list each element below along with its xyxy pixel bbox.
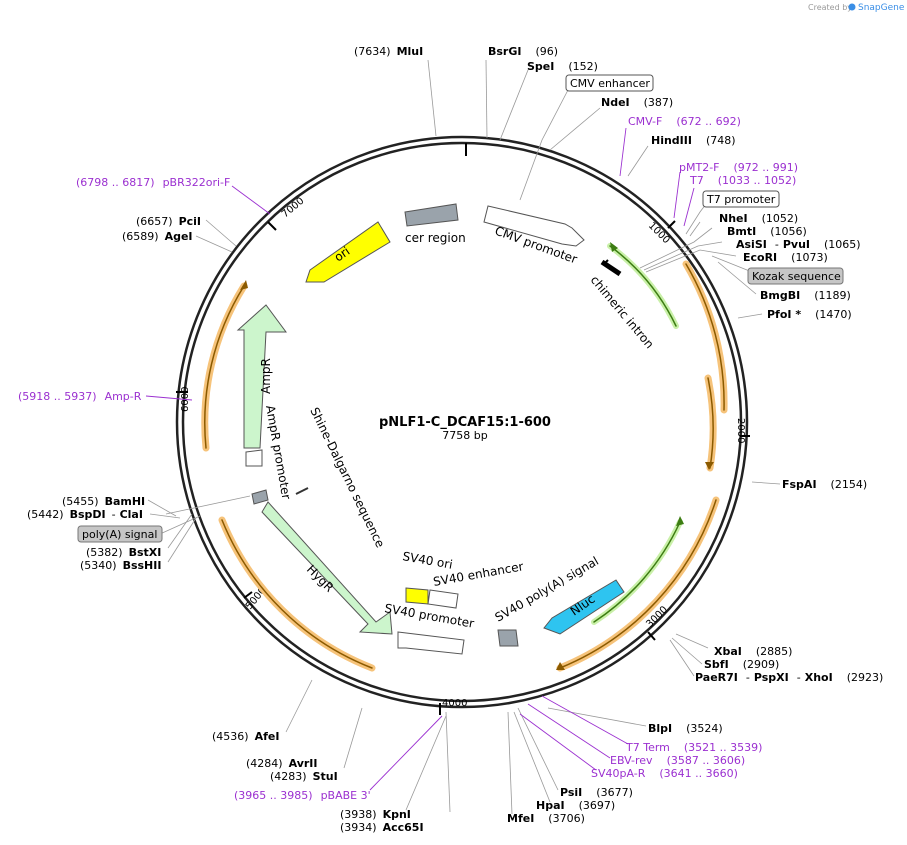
site-agei: (6589)AgeI — [122, 230, 193, 243]
green-arc-2-halo — [591, 519, 683, 625]
site-bspdi: (5442)BspDI-ClaI — [27, 508, 143, 521]
credit-prefix: Created by — [808, 3, 852, 12]
t7-promoter-label: T7 promoter — [706, 193, 776, 206]
site-bstxi: (5382)BstXI — [86, 546, 161, 559]
site-mfei: MfeI(3706) — [507, 812, 585, 825]
sv40-promoter-label: SV40 promoter — [383, 601, 475, 631]
site-fspai: FspAI(2154) — [782, 478, 867, 491]
tick-5000 — [243, 591, 253, 599]
site-stui: (4283)StuI — [270, 770, 338, 783]
orf-arcs — [201, 260, 728, 672]
site-ndei: NdeI(387) — [601, 96, 673, 109]
site-afei: (4536)AfeI — [212, 730, 279, 743]
orf-arc-4 — [221, 519, 373, 669]
intron-arc — [609, 245, 677, 327]
site-bamhi: (5455)BamHI — [62, 495, 145, 508]
tick-7000 — [267, 221, 277, 231]
site-paer7i: PaeR7I-PspXI-XhoI(2923) — [695, 671, 883, 684]
site-mlui: (7634)MluI — [354, 45, 423, 58]
site-asisi: AsiSI-PvuI(1065) — [736, 238, 861, 251]
orf-arc-3 — [559, 499, 717, 669]
backbone-outer — [175, 135, 749, 709]
ampr-promoter-label: AmpR promoter — [263, 404, 293, 500]
site-ecori: EcoRI(1073) — [743, 251, 828, 264]
backbone-inner — [181, 141, 743, 703]
site-bsshii: (5340)BssHII — [80, 559, 161, 572]
sv40-ori-block — [405, 587, 429, 605]
site-pcii: (6657)PciI — [136, 215, 201, 228]
site-kpni: (3938)KpnI — [340, 808, 411, 821]
primer-t7term: T7 Term(3521 .. 3539) — [625, 741, 762, 754]
polya-block — [251, 489, 269, 505]
polya-label: poly(A) signal — [82, 528, 157, 541]
credit-brand: SnapGene — [858, 3, 905, 13]
primer-ebvrev: EBV-rev(3587 .. 3606) — [610, 754, 745, 767]
tick-label-4000: 4000 — [442, 698, 467, 709]
kozak-box — [747, 267, 844, 285]
site-xbai: XbaI(2885) — [714, 645, 792, 658]
green-arc-2-arrowhead — [676, 516, 684, 526]
sv40-ori-label: SV40 ori — [401, 549, 453, 572]
cmv-enhancer-label: CMV enhancer — [570, 77, 650, 90]
primer-cmvf: CMV-F(672 .. 692) — [628, 115, 741, 128]
orf-arrowheads — [240, 280, 714, 670]
site-blpi: BlpI(3524) — [648, 722, 723, 735]
cmv-promoter-arrow — [483, 205, 585, 247]
site-bmti: BmtI(1056) — [727, 225, 807, 238]
primer-t7: T7(1033 .. 1052) — [689, 174, 796, 187]
kozak-label: Kozak sequence — [752, 270, 841, 283]
site-bsrgi: BsrGI(96) — [488, 45, 558, 58]
hygr-arrow — [261, 501, 393, 635]
tick-marks — [176, 143, 750, 715]
site-nhei: NheI(1052) — [719, 212, 798, 225]
primer-pbr322: (6798 .. 6817)pBR322ori-F — [76, 176, 230, 189]
cmv-enhancer-box — [565, 74, 654, 92]
tick-label-2000: 2000 — [735, 418, 746, 443]
nluc-arrow — [543, 579, 625, 635]
tick-1000 — [667, 220, 676, 229]
orf-arc-1 — [685, 263, 725, 411]
site-hpai: HpaI(3697) — [536, 799, 615, 812]
snapgene-logo-icon — [848, 3, 856, 11]
ampr-label: AmpR — [259, 358, 273, 394]
shine-dalgarno-mark — [295, 487, 309, 495]
sv40-polya-block — [497, 629, 519, 647]
site-bmgbi: BmgBI(1189) — [760, 289, 851, 302]
site-avrii: (4284)AvrII — [246, 757, 317, 770]
ampr-arrow — [236, 304, 287, 449]
primer-lines — [145, 127, 695, 791]
primer-sv40pa: SV40pA-R(3641 .. 3660) — [591, 767, 738, 780]
shine-dalgarno-label: Shine-Dalgarno sequence — [307, 405, 387, 550]
polya-box — [77, 525, 163, 543]
intron-arrowhead — [610, 242, 618, 252]
tick-3000 — [647, 631, 656, 641]
plasmid-length: 7758 bp — [442, 429, 487, 442]
cer-region-label: cer region — [405, 231, 466, 245]
green-arc-2 — [593, 521, 681, 623]
green-arcs — [591, 243, 683, 625]
site-sbfi: SbfI(2909) — [704, 658, 779, 671]
site-pfoi: PfoI *(1470) — [767, 308, 852, 321]
ampr-promoter-arrow — [245, 449, 263, 467]
primer-pbabe: (3965 .. 3985)pBABE 3' — [234, 789, 371, 802]
site-hindiii: HindIII(748) — [651, 134, 736, 147]
site-psii: PsiI(3677) — [560, 786, 633, 799]
plasmid-name: pNLF1-C_DCAF15:1-600 — [379, 415, 551, 430]
orf-arc-2 — [707, 377, 714, 469]
ori-arrow — [305, 221, 391, 283]
primer-pmt2f: pMT2-F(972 .. 991) — [679, 161, 798, 174]
leader-lines — [147, 59, 781, 815]
sv40-enhancer-block — [427, 589, 459, 609]
t7-promoter-box — [702, 190, 780, 208]
intron-mark-cap — [603, 259, 609, 265]
cer-region-block — [404, 203, 459, 227]
sv40-promoter-arrow — [397, 631, 465, 655]
site-spei: SpeI(152) — [527, 60, 598, 73]
orf-arc-5 — [204, 285, 245, 449]
site-acc65i: (3934)Acc65I — [340, 821, 424, 834]
chimeric-intron-label: chimeric intron — [588, 273, 657, 351]
primer-ampr: (5918 .. 5937)Amp-R — [18, 390, 142, 403]
